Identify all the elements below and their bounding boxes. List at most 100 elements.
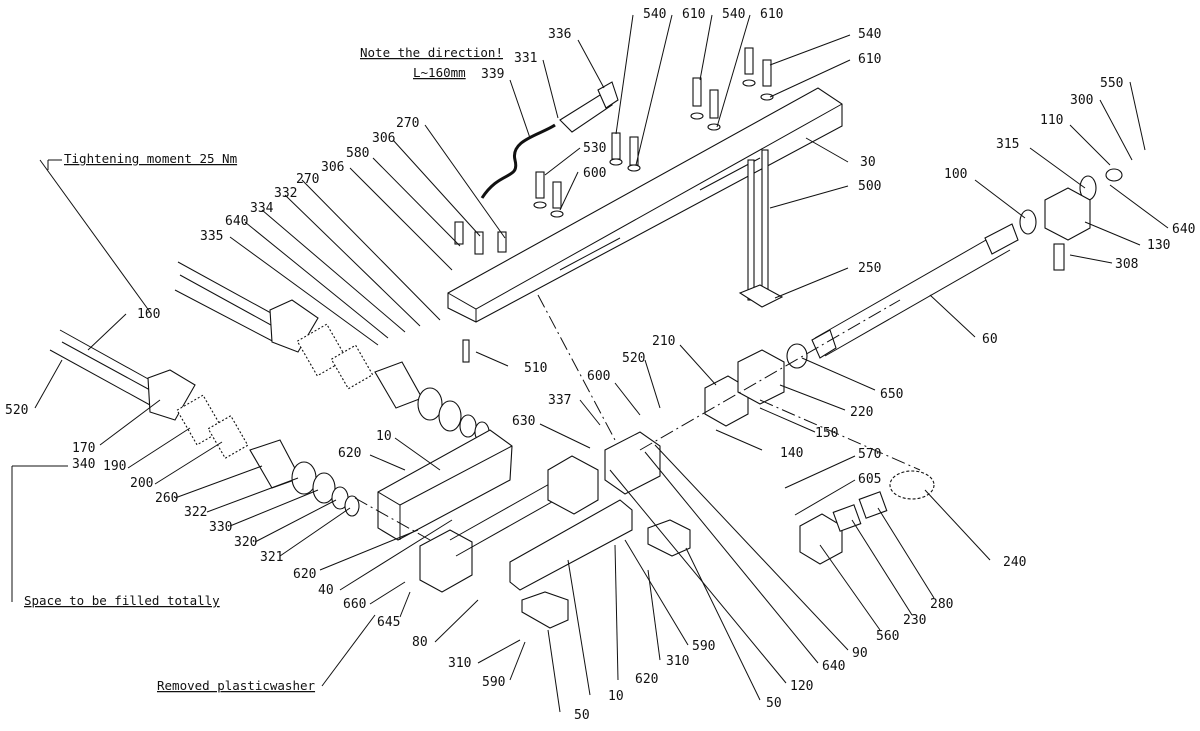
part-label: 100 (944, 167, 967, 182)
part-label: 640 (1172, 222, 1195, 237)
part-label: 630 (512, 414, 535, 429)
end-block-90-shape (604, 431, 661, 495)
part-label: 110 (1040, 113, 1063, 128)
part-label: 550 (1100, 76, 1123, 91)
note-torque: Tightening moment 25 Nm (64, 151, 237, 166)
part-label: 230 (903, 613, 926, 628)
part-label: 640 (822, 659, 845, 674)
part-label: 308 (1115, 257, 1138, 272)
part-label: 210 (652, 334, 675, 349)
tie-rods-160 (49, 261, 281, 406)
part-label: 310 (666, 654, 689, 669)
part-label: 315 (996, 137, 1019, 152)
parts-drawing (49, 47, 1123, 629)
part-label: 90 (852, 646, 868, 661)
part-label: 330 (209, 520, 232, 535)
part-label: 560 (876, 629, 899, 644)
springs (176, 323, 935, 500)
beam-bolts (454, 47, 774, 363)
part-label: 540 (643, 7, 666, 22)
part-label: 321 (260, 550, 283, 565)
part-label: 200 (130, 476, 153, 491)
part-label: 500 (858, 179, 881, 194)
part-label: 120 (790, 679, 813, 694)
part-label: 260 (155, 491, 178, 506)
part-label: 220 (850, 405, 873, 420)
part-label: 130 (1147, 238, 1170, 253)
part-label: 540 (858, 27, 881, 42)
part-label: 80 (412, 635, 428, 650)
part-label: 660 (343, 597, 366, 612)
part-label: 170 (72, 441, 95, 456)
note-direction: Note the direction! (360, 45, 503, 60)
part-label: 340 (72, 457, 95, 472)
flange-170-shape (147, 369, 196, 421)
part-label: 334 (250, 201, 274, 216)
part-label: 30 (860, 155, 876, 170)
block-210-shape (704, 375, 749, 427)
block-560-shape (799, 513, 843, 565)
housing-40-shape (419, 455, 633, 593)
part-label: 270 (396, 116, 419, 131)
part-label: 320 (234, 535, 257, 550)
part-label: 50 (574, 708, 590, 723)
bracket-500-shape (738, 149, 784, 308)
leader-lines (11, 14, 1169, 713)
part-label: 645 (377, 615, 400, 630)
note-space: Space to be filled totally (24, 593, 220, 608)
part-label: 620 (635, 672, 658, 687)
part-label: 306 (321, 160, 344, 175)
note-length: L~160mm (413, 65, 466, 80)
part-label: 331 (514, 51, 537, 66)
part-label: 610 (760, 7, 783, 22)
beam-30-shape (447, 87, 843, 323)
annotation-notes: Note the direction! L~160mm Tightening m… (24, 45, 503, 693)
part-label: 60 (982, 332, 998, 347)
part-label: 160 (137, 307, 160, 322)
part-label: 520 (622, 351, 645, 366)
bushing-280-shape (858, 491, 888, 519)
part-label: 306 (372, 131, 395, 146)
part-label: 332 (274, 186, 297, 201)
part-label: 339 (481, 67, 504, 82)
part-label: 570 (858, 447, 881, 462)
part-label: 610 (858, 52, 881, 67)
part-label: 250 (858, 261, 881, 276)
part-label: 600 (587, 369, 610, 384)
part-label: 310 (448, 656, 471, 671)
part-label: 620 (338, 446, 361, 461)
part-label: 280 (930, 597, 953, 612)
part-label: 620 (293, 567, 316, 582)
part-label: 240 (1003, 555, 1026, 570)
part-label: 300 (1070, 93, 1093, 108)
part-label: 510 (524, 361, 547, 376)
block-220-shape (737, 349, 785, 405)
part-label: 335 (200, 229, 223, 244)
note-washer: Removed plasticwasher (157, 678, 316, 693)
part-label: 590 (692, 639, 715, 654)
part-label: 610 (682, 7, 705, 22)
sensor-336-shape (480, 81, 619, 199)
part-label: 605 (858, 472, 881, 487)
part-label: 600 (583, 166, 606, 181)
bracket-50-right-shape (647, 519, 691, 557)
fitting-308-shape (1053, 243, 1065, 271)
part-label: 140 (780, 446, 803, 461)
part-label: 520 (5, 403, 28, 418)
part-label: 650 (880, 387, 903, 402)
piston-332-shape (374, 361, 423, 409)
bushing-230-shape (832, 504, 862, 532)
part-label: 640 (225, 214, 248, 229)
part-label: 190 (103, 459, 126, 474)
part-label: 10 (608, 689, 624, 704)
part-label: 590 (482, 675, 505, 690)
part-label: 336 (548, 27, 571, 42)
part-label: 337 (548, 393, 571, 408)
bracket-50-lower-shape (521, 591, 569, 629)
part-number-labels: 331 339 336 540 610 540 610 540 610 530 … (5, 7, 1195, 723)
block-130-shape (1044, 187, 1091, 241)
part-label: 40 (318, 583, 334, 598)
part-label: 270 (296, 172, 319, 187)
part-label: 10 (376, 429, 392, 444)
